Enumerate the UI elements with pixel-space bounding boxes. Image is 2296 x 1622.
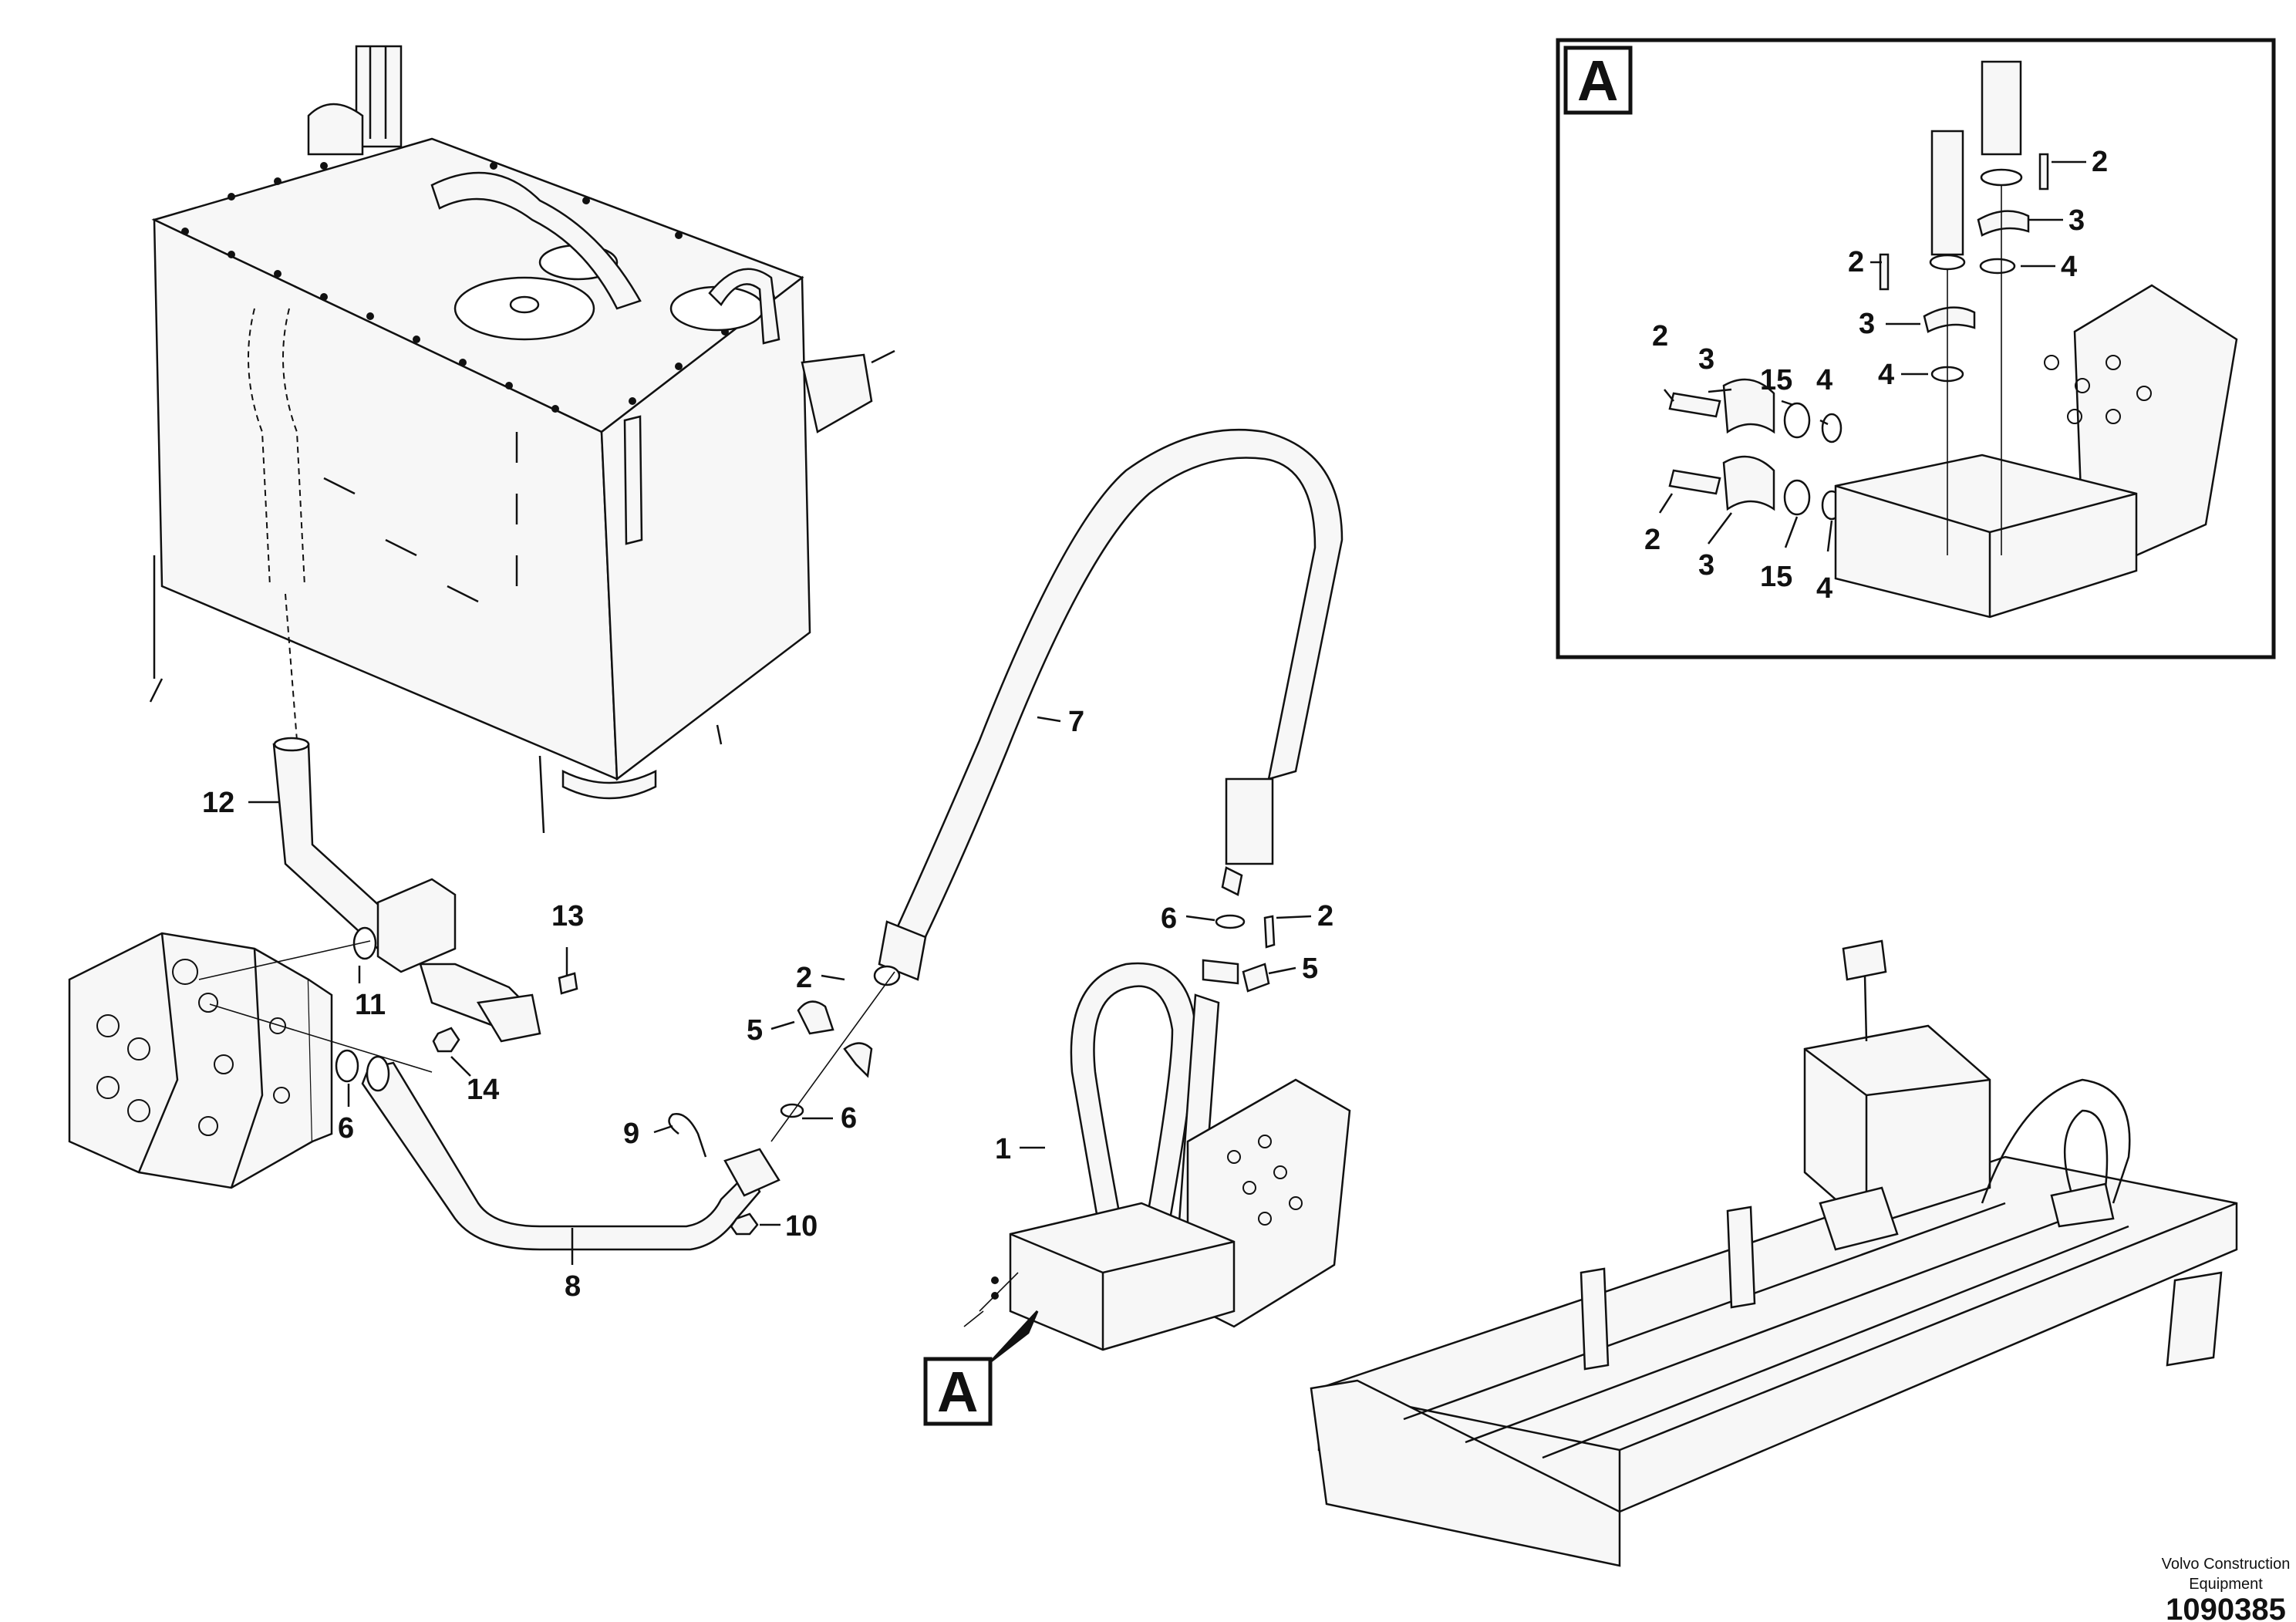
footer: Volvo Construction Equipment 1090385 [2162, 1556, 2291, 1622]
callout-8: 8 [565, 1270, 581, 1303]
detail-callout-2-b: 2 [1848, 246, 1864, 278]
detail-callout-4-b: 4 [1878, 359, 1894, 391]
detail-callout-4-a: 4 [2061, 251, 2077, 283]
detail-callout-2-d: 2 [1644, 524, 1660, 556]
detail-callout-15-a: 15 [1760, 364, 1792, 396]
callout-6-pump: 6 [338, 1112, 354, 1145]
hydraulic-tank-drawing [149, 45, 895, 834]
detail-marker-letter: A [937, 1360, 978, 1424]
callout-5-upper: 5 [1302, 953, 1318, 985]
detail-callout-3-c: 3 [1698, 343, 1714, 376]
detail-view-a [1556, 38, 2276, 659]
detail-callout-2-a: 2 [2092, 146, 2108, 178]
callout-2-lower: 2 [796, 962, 812, 994]
detail-tag-box [1563, 46, 1633, 115]
machine-overview-drawing [1310, 939, 2238, 1567]
callout-6-lower: 6 [841, 1102, 857, 1135]
detail-marker-box [923, 1357, 993, 1426]
callout-13: 13 [551, 900, 584, 932]
main-view-callouts: 12 13 11 14 6 8 9 10 2 5 6 7 6 2 5 1 [202, 706, 1333, 1303]
hose-1-and-valve-block-drawing [963, 962, 1351, 1351]
credit-line-2: Equipment [2189, 1576, 2263, 1593]
callout-11: 11 [355, 989, 386, 1021]
callout-5-lower: 5 [747, 1014, 763, 1047]
detail-callout-3-d: 3 [1698, 549, 1714, 582]
suction-line-drawing [198, 737, 781, 1251]
detail-tag-letter: A [1577, 49, 1618, 113]
document-number: 1090385 [2166, 1593, 2286, 1622]
leader-lines [248, 160, 2086, 1265]
credit-line-1: Volvo Construction [2162, 1556, 2291, 1573]
detail-callout-2-c: 2 [1652, 320, 1668, 352]
detail-callout-15-b: 15 [1760, 561, 1792, 593]
callout-6-upper: 6 [1161, 902, 1177, 935]
detail-callout-4-c: 4 [1816, 364, 1832, 396]
callout-7: 7 [1068, 706, 1084, 738]
detail-callout-3-b: 3 [1859, 308, 1875, 340]
hydraulic-pump-drawing [68, 932, 333, 1189]
callout-14: 14 [467, 1074, 499, 1106]
callout-9: 9 [623, 1118, 639, 1150]
callout-12: 12 [202, 787, 234, 819]
detail-callout-3-a: 3 [2068, 204, 2085, 237]
callout-10: 10 [785, 1210, 818, 1243]
callout-1: 1 [995, 1133, 1011, 1165]
callout-2-upper: 2 [1317, 900, 1333, 932]
detail-view-callouts: A 2 3 2 4 3 4 2 3 15 4 2 3 15 4 [1577, 49, 2108, 605]
detail-marker-a: A [923, 1310, 1039, 1426]
detail-callout-4-d: 4 [1816, 572, 1832, 605]
hose-7-drawing [770, 428, 1344, 1142]
